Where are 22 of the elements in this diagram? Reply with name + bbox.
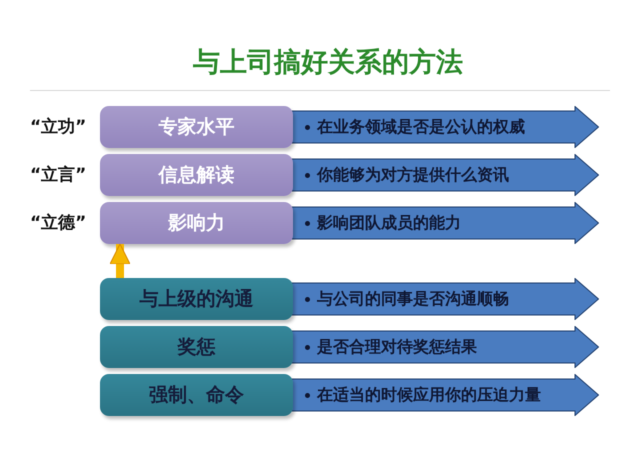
side-label: “立言” (30, 164, 86, 186)
category-box: 与上级的沟通 (100, 278, 293, 320)
category-box: 信息解读 (100, 154, 293, 196)
bullet-text: 与公司的同事是否沟通顺畅 (317, 289, 509, 309)
arrow-banner (291, 154, 599, 196)
category-box: 影响力 (100, 202, 293, 244)
category-box: 奖惩 (100, 326, 293, 368)
side-label: “立德” (30, 212, 86, 234)
title: 与上司搞好关系的方法 (192, 46, 464, 80)
bullet-text: 在业务领域是否是公认的权威 (317, 117, 525, 137)
bullet-text: 是否合理对待奖惩结果 (317, 337, 477, 357)
category-box: 专家水平 (100, 106, 293, 148)
bullet-text: 在适当的时候应用你的压迫力量 (317, 385, 541, 405)
arrow-banner (291, 202, 599, 244)
arrow-banner (291, 278, 599, 320)
bullet-text: 你能够为对方提供什么资讯 (317, 165, 509, 185)
side-label: “立功” (30, 116, 86, 138)
bullet-text: 影响团队成员的能力 (317, 213, 461, 233)
category-box: 强制、命令 (100, 374, 293, 416)
arrow-banner (291, 326, 599, 368)
arrow-banner (291, 106, 599, 148)
arrow-banner (291, 374, 599, 416)
